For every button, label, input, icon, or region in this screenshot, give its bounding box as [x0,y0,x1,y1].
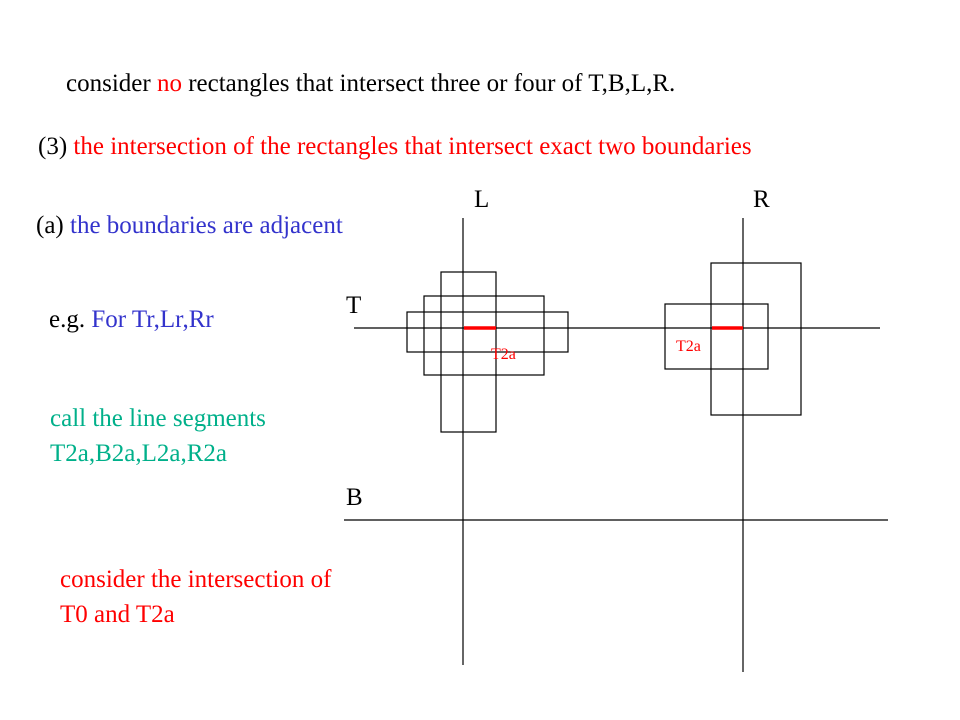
intro-word-no: no [156,70,182,97]
example-prefix: e.g. [49,306,86,333]
intro-line: consider no rectangles that intersect th… [66,70,675,98]
consider-line-1: consider the intersection of [60,566,332,593]
left-rect-horizontal [406,311,569,353]
call-segments-line-2: T2a,B2a,L2a,R2a [50,440,228,467]
right-rect-inner [664,303,769,370]
label-L: L [474,186,490,213]
subcase-a-number: (a) [36,212,64,239]
case-3-number: (3) [38,133,68,160]
call-segments-line-1: call the line segments [50,405,266,432]
label-T: T [346,292,362,319]
label-R: R [753,186,770,213]
subcase-a-heading: (a) the boundaries are adjacent [36,212,343,240]
right-t2a-label: T2a [676,338,701,355]
example-line: e.g. For Tr,Lr,Rr [49,306,214,334]
left-rect-middle [423,295,545,376]
consider-line-2: T0 and T2a [60,601,175,628]
right-rect-outer [710,262,802,416]
case-3-heading: (3) the intersection of the rectangles t… [38,133,752,161]
example-text: For Tr,Lr,Rr [91,306,214,333]
intro-rest: rectangles that intersect three or four … [188,70,676,97]
subcase-a-text: the boundaries are adjacent [70,212,343,239]
intro-word-consider: consider [66,70,151,97]
label-B: B [346,484,363,511]
case-3-text: the intersection of the rectangles that … [73,133,752,160]
left-t2a-label: T2a [491,346,516,363]
